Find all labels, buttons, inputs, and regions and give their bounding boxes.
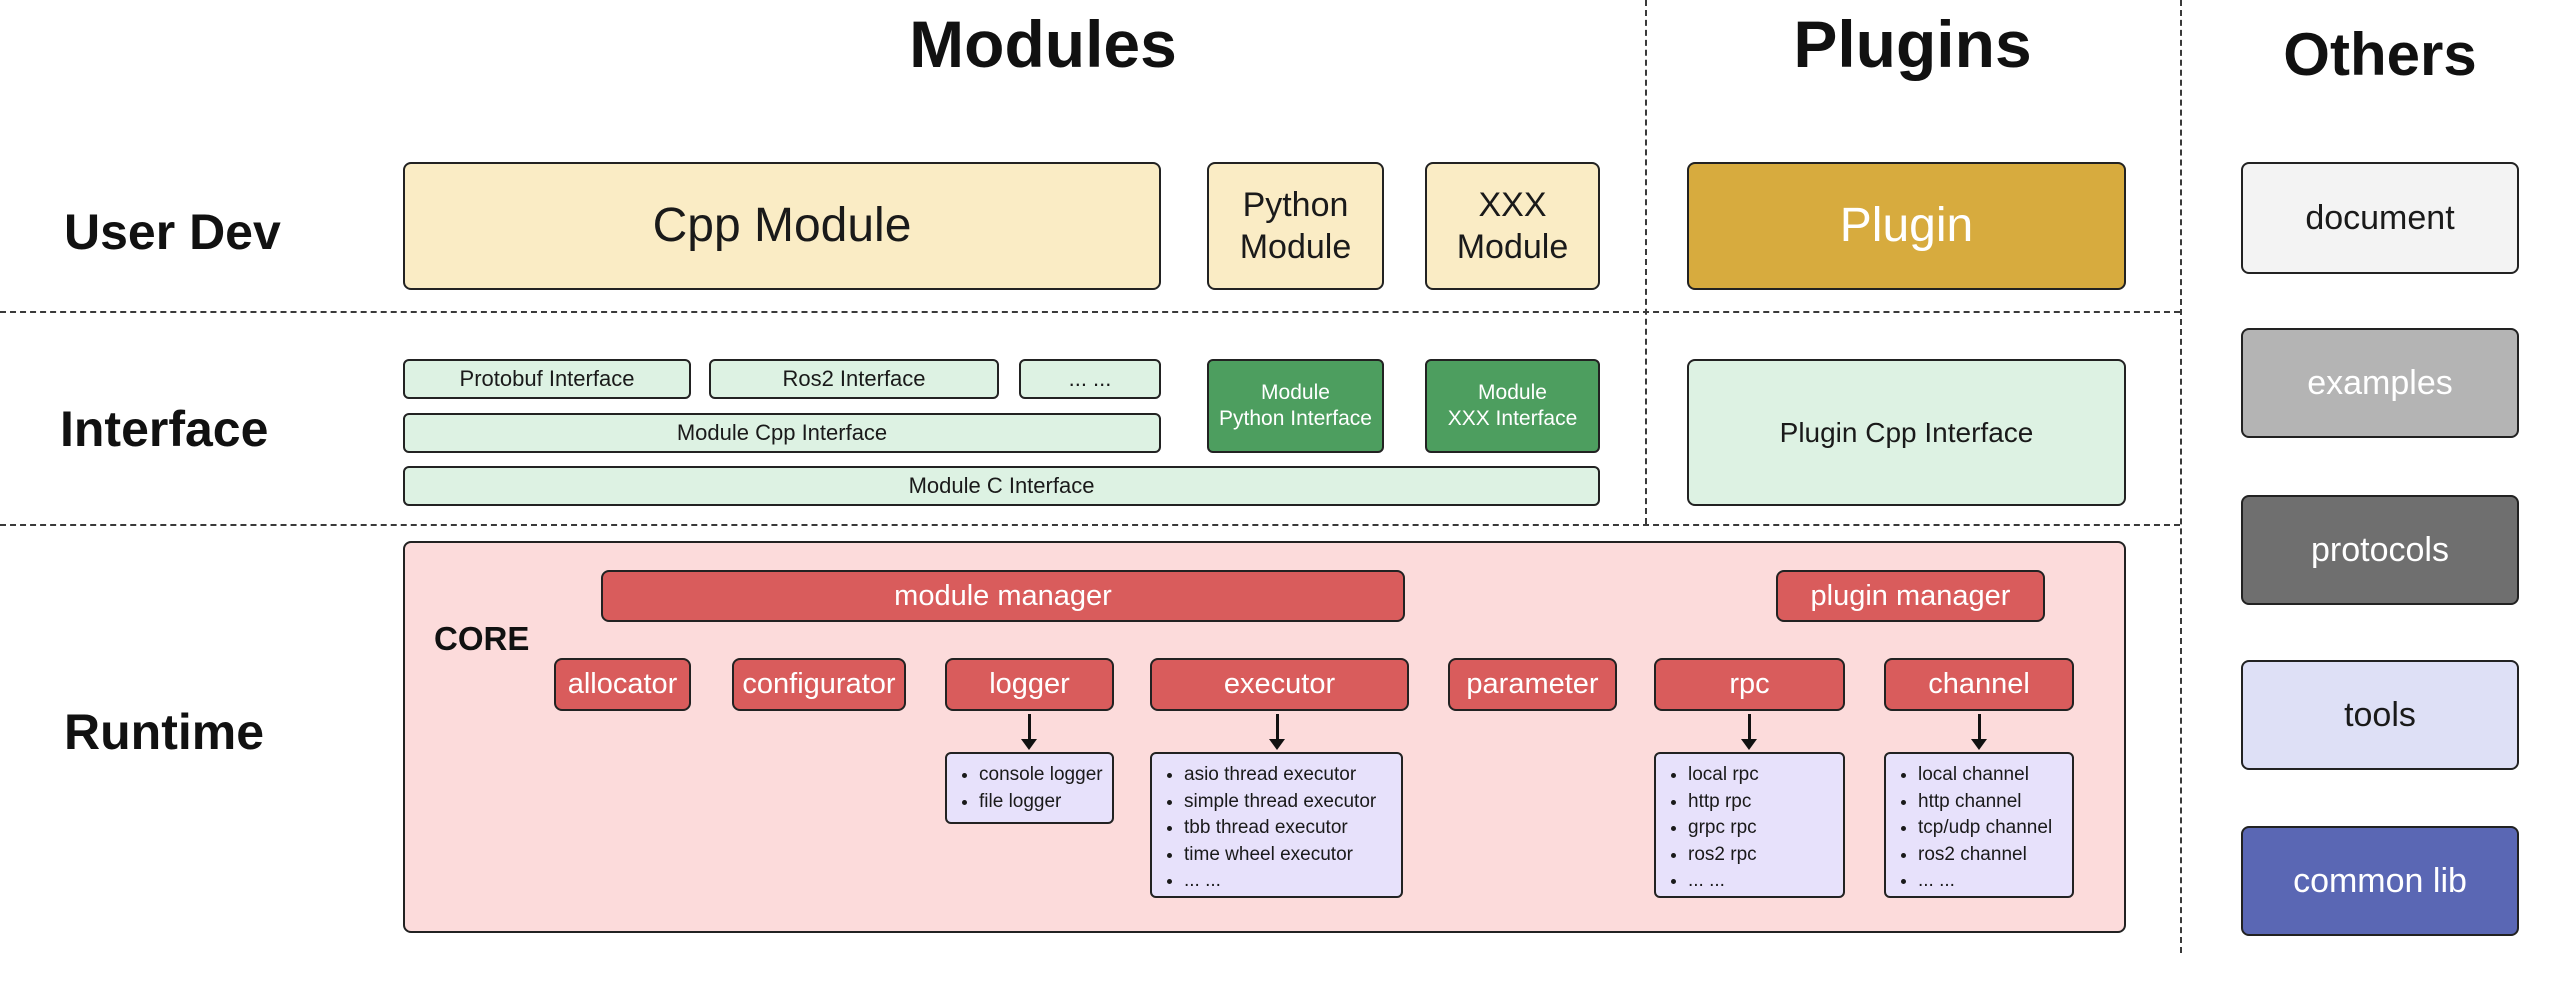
configurator-box: configurator bbox=[732, 658, 906, 711]
logger-box: logger bbox=[945, 658, 1114, 711]
list-item: ... ... bbox=[1918, 868, 2066, 895]
plugin-cpp-interface-box: Plugin Cpp Interface bbox=[1687, 359, 2126, 506]
list-item: ... ... bbox=[1184, 868, 1395, 895]
others-examples-box: examples bbox=[2241, 328, 2519, 438]
module-python-interface-box: Module Python Interface bbox=[1207, 359, 1384, 453]
column-title-plugins: Plugins bbox=[1793, 7, 2032, 81]
down-arrow-icon bbox=[1021, 714, 1037, 750]
logger-impl-list: console loggerfile logger bbox=[945, 752, 1114, 824]
bullet-list: console loggerfile logger bbox=[951, 762, 1106, 815]
list-item: local channel bbox=[1918, 762, 2066, 789]
module-c-interface-box: Module C Interface bbox=[403, 466, 1600, 506]
channel-box: channel bbox=[1884, 658, 2074, 711]
plugin-box: Plugin bbox=[1687, 162, 2126, 290]
column-separator bbox=[1645, 0, 1647, 524]
others-common-lib-box: common lib bbox=[2241, 826, 2519, 936]
executor-impl-list: asio thread executorsimple thread execut… bbox=[1150, 752, 1403, 898]
row-label-interface: Interface bbox=[60, 401, 269, 457]
module-manager-box: module manager bbox=[601, 570, 1405, 622]
protobuf-interface-box: Protobuf Interface bbox=[403, 359, 691, 399]
others-document-box: document bbox=[2241, 162, 2519, 274]
module-cpp-interface-box: Module Cpp Interface bbox=[403, 413, 1161, 453]
column-title-others: Others bbox=[2283, 21, 2477, 88]
list-item: tcp/udp channel bbox=[1918, 815, 2066, 842]
row-separator bbox=[0, 311, 2180, 313]
list-item: http rpc bbox=[1688, 789, 1837, 816]
list-item: file logger bbox=[979, 789, 1106, 816]
list-item: console logger bbox=[979, 762, 1106, 789]
channel-impl-list: local channelhttp channeltcp/udp channel… bbox=[1884, 752, 2074, 898]
list-item: asio thread executor bbox=[1184, 762, 1395, 789]
bullet-list: local rpchttp rpcgrpc rpcros2 rpc... ... bbox=[1660, 762, 1837, 895]
column-separator bbox=[2180, 0, 2182, 953]
bullet-list: local channelhttp channeltcp/udp channel… bbox=[1890, 762, 2066, 895]
parameter-box: parameter bbox=[1448, 658, 1617, 711]
rpc-box: rpc bbox=[1654, 658, 1845, 711]
list-item: ros2 channel bbox=[1918, 842, 2066, 869]
bullet-list: asio thread executorsimple thread execut… bbox=[1156, 762, 1395, 895]
list-item: local rpc bbox=[1688, 762, 1837, 789]
list-item: tbb thread executor bbox=[1184, 815, 1395, 842]
down-arrow-icon bbox=[1971, 714, 1987, 750]
box-line: Python Interface bbox=[1219, 407, 1372, 430]
rpc-impl-list: local rpchttp rpcgrpc rpcros2 rpc... ... bbox=[1654, 752, 1845, 898]
down-arrow-icon bbox=[1269, 714, 1285, 750]
list-item: ... ... bbox=[1688, 868, 1837, 895]
list-item: grpc rpc bbox=[1688, 815, 1837, 842]
ros2-interface-box: Ros2 Interface bbox=[709, 359, 999, 399]
module-xxx-interface-box: Module XXX Interface bbox=[1425, 359, 1600, 453]
more-interfaces-box: ... ... bbox=[1019, 359, 1161, 399]
list-item: time wheel executor bbox=[1184, 842, 1395, 869]
executor-box: executor bbox=[1150, 658, 1409, 711]
row-separator bbox=[0, 524, 2180, 526]
list-item: http channel bbox=[1918, 789, 2066, 816]
allocator-box: allocator bbox=[554, 658, 691, 711]
list-item: simple thread executor bbox=[1184, 789, 1395, 816]
down-arrow-icon bbox=[1741, 714, 1757, 750]
others-tools-box: tools bbox=[2241, 660, 2519, 770]
xxx-module-box: XXX Module bbox=[1425, 162, 1600, 290]
box-line: Module bbox=[1478, 380, 1547, 404]
core-label: CORE bbox=[434, 620, 530, 657]
row-label-runtime: Runtime bbox=[64, 704, 264, 760]
list-item: ros2 rpc bbox=[1688, 842, 1837, 869]
row-label-user-dev: User Dev bbox=[64, 204, 281, 260]
plugin-manager-box: plugin manager bbox=[1776, 570, 2045, 622]
column-title-modules: Modules bbox=[909, 7, 1177, 81]
python-module-box: Python Module bbox=[1207, 162, 1384, 290]
box-line: Module bbox=[1261, 380, 1330, 404]
cpp-module-box: Cpp Module bbox=[403, 162, 1161, 290]
box-line: XXX Interface bbox=[1447, 407, 1578, 430]
others-protocols-box: protocols bbox=[2241, 495, 2519, 605]
